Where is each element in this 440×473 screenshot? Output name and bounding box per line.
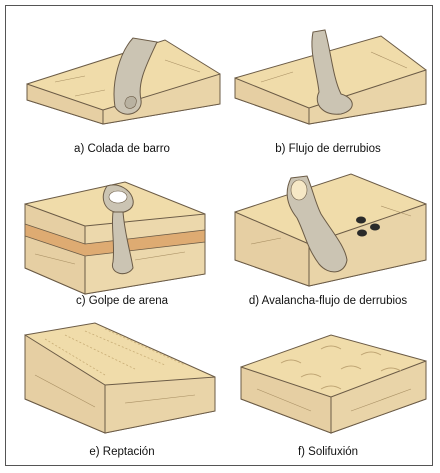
caption-debris-flow: b) Flujo de derrubios (221, 143, 435, 155)
panel-debris-avalanche: d) Avalancha-flujo de derrubios (221, 164, 435, 314)
panel-solifluction: f) Solifuxión (221, 315, 435, 465)
caption-debris-avalanche: d) Avalancha-flujo de derrubios (221, 295, 435, 307)
caption-mudflow: a) Colada de barro (15, 143, 229, 155)
mudflow-block-diagram (15, 12, 229, 142)
sand-blow-block-diagram (15, 164, 229, 294)
panel-creep: e) Reptación (15, 315, 229, 465)
debris-flow-block-diagram (221, 12, 435, 142)
debris-avalanche-block-diagram (221, 164, 435, 294)
panel-sand-blow: c) Golpe de arena (15, 164, 229, 314)
caption-solifluction: f) Solifuxión (221, 446, 435, 458)
panel-mudflow: a) Colada de barro (15, 12, 229, 162)
panel-debris-flow: b) Flujo de derrubios (221, 12, 435, 162)
caption-creep: e) Reptación (15, 446, 229, 458)
creep-block-diagram (15, 315, 229, 445)
solifluction-block-diagram (221, 315, 435, 445)
caption-sand-blow: c) Golpe de arena (15, 295, 229, 307)
